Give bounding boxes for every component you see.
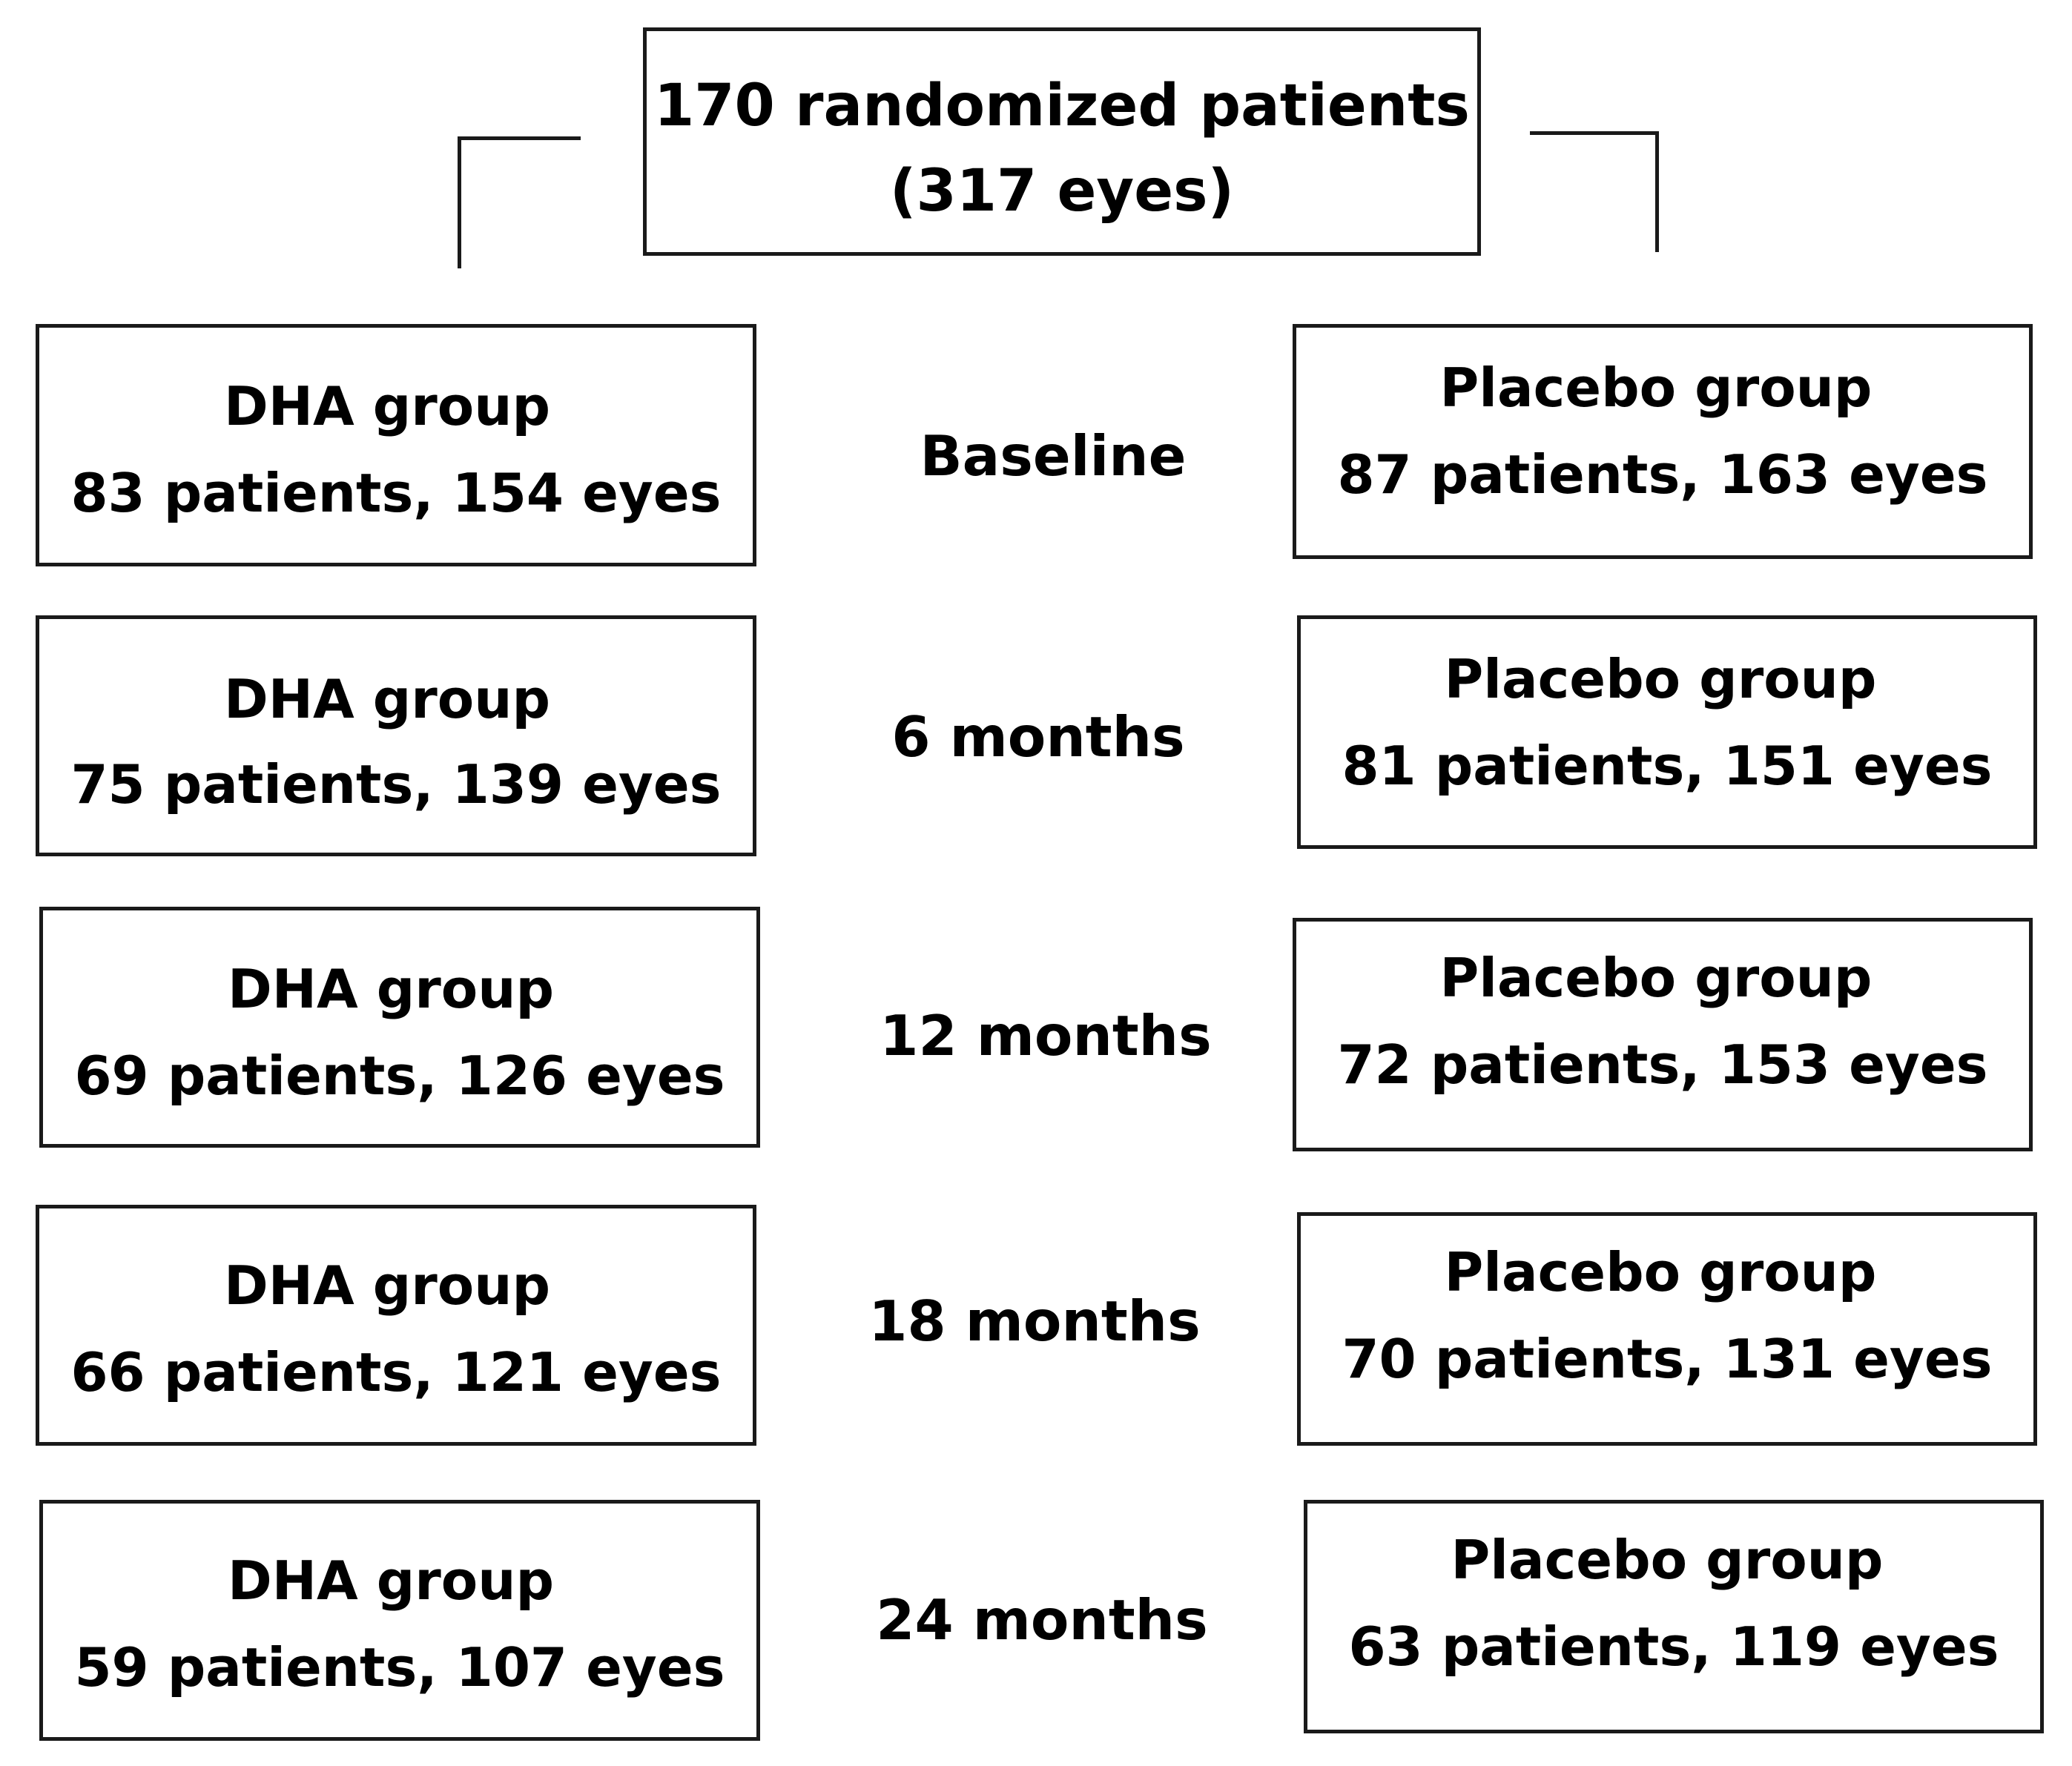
placebo-group-box-24-months: Placebo group 63 patients, 119 eyes: [1304, 1500, 2044, 1733]
placebo-group-box-baseline: Placebo group 87 patients, 163 eyes: [1293, 324, 2033, 559]
dha-group-title: DHA group: [223, 375, 551, 437]
left-connector-horizontal: [458, 136, 581, 140]
timepoint-label-24-months: 24 months: [876, 1587, 1208, 1653]
dha-group-title: DHA group: [227, 1550, 555, 1612]
root-box-randomized-patients: 170 randomized patients (317 eyes): [643, 27, 1481, 256]
right-connector-vertical: [1655, 131, 1659, 252]
dha-group-title: DHA group: [223, 1254, 551, 1317]
placebo-group-detail: 63 patients, 119 eyes: [1348, 1615, 1999, 1678]
placebo-group-title: Placebo group: [1451, 1529, 1884, 1591]
dha-group-detail: 69 patients, 126 eyes: [74, 1045, 725, 1107]
dha-group-detail: 75 patients, 139 eyes: [70, 753, 722, 816]
dha-group-detail: 83 patients, 154 eyes: [70, 462, 722, 524]
dha-group-detail: 59 patients, 107 eyes: [74, 1636, 725, 1699]
root-box-line-1: 170 randomized patients: [654, 73, 1470, 139]
placebo-group-box-6-months: Placebo group 81 patients, 151 eyes: [1297, 615, 2037, 849]
placebo-group-detail: 81 patients, 151 eyes: [1342, 735, 1993, 797]
root-box-line-2: (317 eyes): [889, 158, 1235, 225]
timepoint-label-6-months: 6 months: [891, 704, 1185, 770]
dha-group-detail: 66 patients, 121 eyes: [70, 1341, 722, 1403]
placebo-group-box-18-months: Placebo group 70 patients, 131 eyes: [1297, 1212, 2037, 1446]
dha-group-title: DHA group: [223, 668, 551, 730]
placebo-group-title: Placebo group: [1444, 648, 1877, 710]
placebo-group-detail: 87 patients, 163 eyes: [1337, 443, 1988, 506]
dha-group-box-18-months: DHA group 66 patients, 121 eyes: [36, 1205, 756, 1446]
dha-group-box-6-months: DHA group 75 patients, 139 eyes: [36, 615, 756, 856]
timepoint-label-18-months: 18 months: [868, 1289, 1201, 1354]
placebo-group-title: Placebo group: [1444, 1241, 1877, 1303]
placebo-group-detail: 70 patients, 131 eyes: [1342, 1328, 1993, 1390]
placebo-group-title: Placebo group: [1439, 357, 1873, 419]
timepoint-label-baseline: Baseline: [920, 423, 1187, 489]
placebo-group-detail: 72 patients, 153 eyes: [1337, 1034, 1988, 1096]
dha-group-title: DHA group: [227, 958, 555, 1020]
placebo-group-title: Placebo group: [1439, 947, 1873, 1009]
right-connector-horizontal: [1530, 131, 1659, 135]
placebo-group-box-12-months: Placebo group 72 patients, 153 eyes: [1293, 918, 2033, 1151]
dha-group-box-24-months: DHA group 59 patients, 107 eyes: [39, 1500, 760, 1741]
timepoint-label-12-months: 12 months: [880, 1003, 1212, 1068]
left-connector-vertical: [458, 136, 461, 268]
dha-group-box-12-months: DHA group 69 patients, 126 eyes: [39, 907, 760, 1148]
dha-group-box-baseline: DHA group 83 patients, 154 eyes: [36, 324, 756, 566]
